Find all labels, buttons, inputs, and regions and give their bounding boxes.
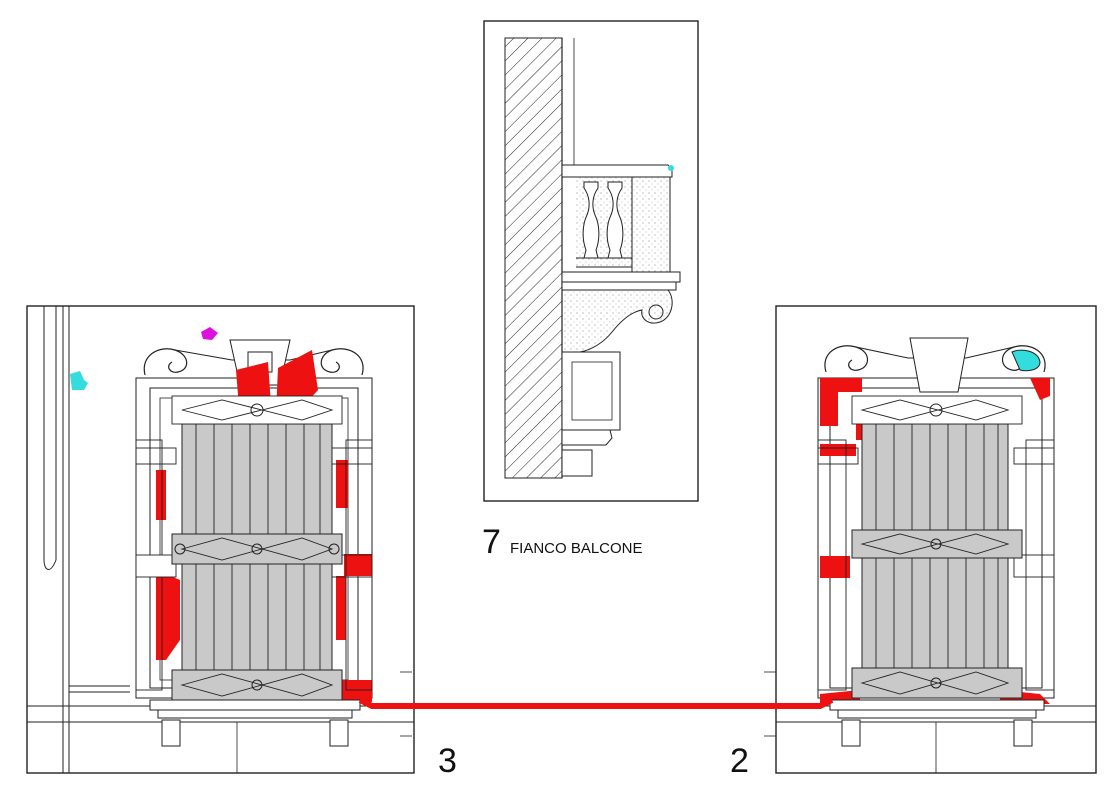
section-number: 7 — [482, 523, 501, 561]
slab-moulding — [561, 281, 677, 291]
balcony-pier — [631, 176, 671, 273]
grille-lower-left — [181, 563, 333, 671]
right-elevation — [764, 305, 1097, 774]
cyan-mark-left — [70, 371, 88, 390]
balcony-coping — [561, 164, 673, 178]
left-view-number: 3 — [438, 742, 457, 780]
balusters — [576, 177, 632, 268]
left-elevation — [26, 305, 415, 774]
damage-connector — [358, 697, 834, 709]
corbel-bracket — [561, 289, 673, 353]
balcony-slab — [561, 271, 681, 283]
lower-moulding — [561, 429, 613, 446]
wall-hatch — [504, 37, 563, 479]
corbel-volute — [648, 304, 664, 320]
cyan-mark — [668, 165, 674, 171]
lower-block-inner — [571, 361, 613, 421]
grille-lower-right — [861, 557, 1009, 669]
magenta-mark — [201, 327, 218, 340]
right-view-number: 2 — [730, 742, 749, 780]
section-title: FIANCO BALCONE — [510, 540, 643, 557]
grille-upper-left — [181, 423, 333, 535]
lower-base — [561, 449, 593, 477]
lower-block — [561, 351, 621, 431]
balcony-side-section — [483, 20, 699, 502]
grille-upper-right — [861, 423, 1009, 531]
